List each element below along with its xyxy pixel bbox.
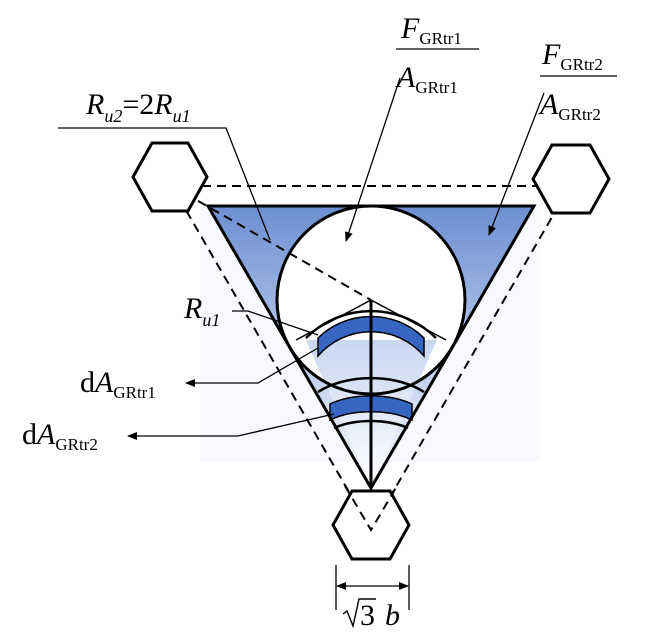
label-ru2-expression: Ru2=2Ru1 bbox=[85, 88, 191, 126]
dashed-vertex-bottom bbox=[344, 485, 398, 532]
dashed-triangle bbox=[170, 185, 572, 532]
label-da-grtr1: dAGRtr1 bbox=[80, 366, 156, 402]
arc-lower-2 bbox=[333, 419, 409, 430]
leader-da1 bbox=[185, 347, 319, 387]
leader-f2 bbox=[488, 92, 545, 236]
label-ru1-inner: Ru1 bbox=[183, 292, 220, 330]
hexagon-right bbox=[531, 143, 611, 215]
label-da-grtr2: dAGRtr2 bbox=[22, 418, 98, 454]
label-a-grtr2: AGRtr2 bbox=[538, 88, 601, 124]
hexagon-left bbox=[131, 141, 209, 213]
leader-f1 bbox=[345, 77, 401, 242]
label-dim-var: b bbox=[385, 599, 400, 632]
hexagon-bottom bbox=[331, 489, 411, 561]
label-f-grtr1: FGRtr1 bbox=[400, 12, 462, 48]
arc-upper bbox=[305, 309, 437, 339]
dashed-radius-ru2 bbox=[171, 185, 372, 301]
label-a-grtr1: AGRtr1 bbox=[395, 61, 458, 97]
leader-da2 bbox=[127, 413, 335, 440]
leader-ru1 bbox=[232, 310, 319, 336]
band-da-grtr1 bbox=[317, 315, 425, 359]
label-f-grtr2: FGRtr2 bbox=[541, 38, 603, 74]
label-dim-coef: 3 bbox=[360, 599, 375, 632]
leader-ru2 bbox=[58, 127, 271, 241]
sqrt-sign bbox=[342, 598, 376, 629]
arc-lower-1 bbox=[317, 376, 425, 394]
